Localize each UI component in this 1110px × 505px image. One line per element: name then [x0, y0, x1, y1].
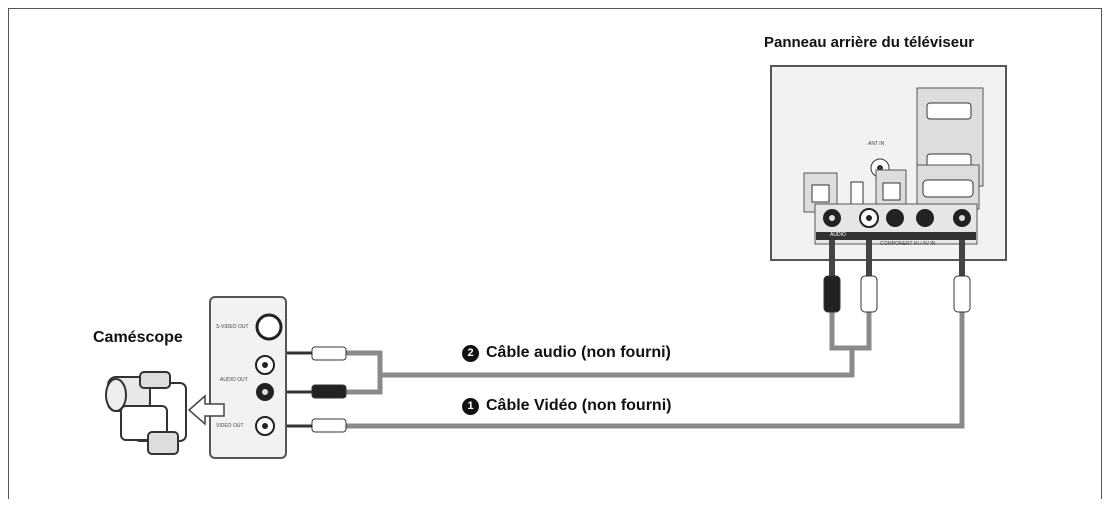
camcorder-side-plugs [276, 346, 347, 433]
audio-plug-red [860, 275, 878, 313]
audio-out-label: AUDIO OUT [220, 377, 248, 383]
step-2-badge: 2 [462, 344, 479, 362]
tv-panel-title: Panneau arrière du téléviseur [764, 34, 975, 51]
tv-pb-jack [916, 209, 934, 227]
arrow-to-camcorder [187, 394, 225, 426]
svideo-out-jack [255, 313, 283, 341]
audio-cable-upper [345, 310, 855, 378]
video-cable-caption: 1 Câble Vidéo (non fourni) [462, 397, 671, 415]
camcorder-illustration [105, 371, 187, 455]
tv-audio-label: AUDIO [830, 232, 846, 238]
ant-in-label: ANT IN [868, 141, 885, 147]
video-cable [345, 310, 965, 429]
video-cable-label: Câble Vidéo (non fourni) [486, 397, 672, 414]
audio-cable-label: Câble audio (non fourni) [486, 344, 671, 361]
audio-cable-caption: 2 Câble audio (non fourni) [462, 344, 671, 362]
audio-plug-white [823, 275, 841, 313]
diagram-frame [8, 8, 1102, 499]
tv-back-panel [770, 65, 1007, 261]
video-plug [953, 275, 971, 313]
svideo-out-label: S-VIDEO OUT [216, 324, 249, 330]
video-out-label: VIDEO OUT [216, 423, 244, 429]
cables [345, 310, 965, 429]
tv-pr-jack [886, 209, 904, 227]
audio-cable-branch [852, 310, 872, 351]
camcorder-title: Caméscope [93, 329, 183, 346]
tv-side-plugs [823, 240, 971, 313]
hdmi-port-1 [926, 102, 972, 120]
audio-cable-lower [345, 375, 383, 395]
usb-port [850, 181, 864, 207]
component-label: COMPONENT IN / AV IN [880, 241, 936, 247]
step-1-badge: 1 [462, 397, 479, 415]
camcorder-jack-panel [209, 296, 287, 459]
